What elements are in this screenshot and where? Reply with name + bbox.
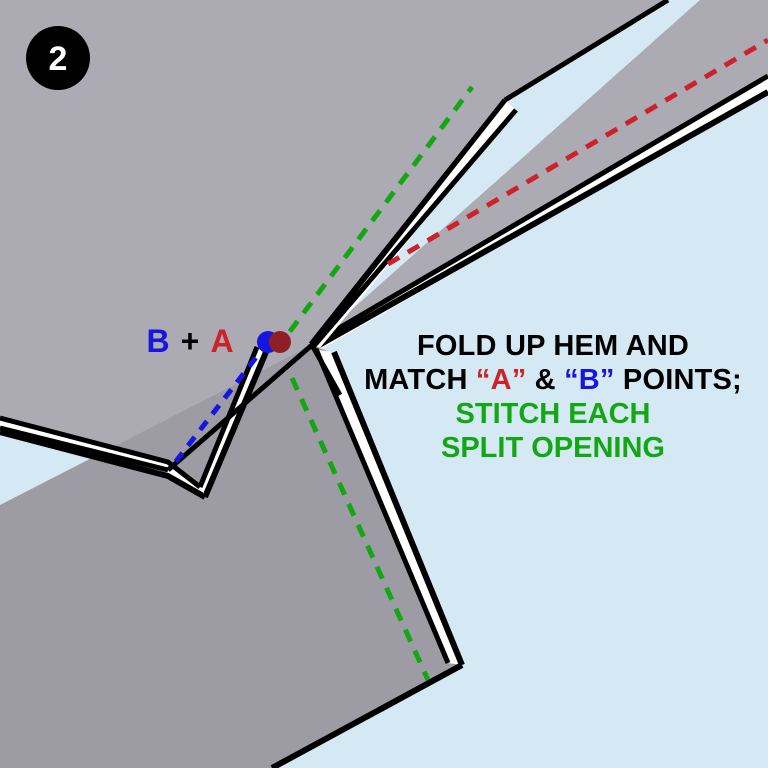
split-edge-upper bbox=[310, 98, 507, 347]
fabric-main-left-edge bbox=[166, 343, 314, 472]
fabric-main-left-edge-lower bbox=[0, 425, 169, 473]
instruction-line-4: SPLIT OPENING bbox=[441, 432, 665, 464]
fold-edge-right-inner bbox=[310, 73, 768, 347]
fold-sliver-notch-right bbox=[200, 348, 265, 497]
step-badge-number: 2 bbox=[49, 40, 68, 78]
match-label-a: A bbox=[210, 323, 233, 359]
red-stitch-line bbox=[386, 37, 768, 267]
fabric-main-body bbox=[0, 0, 668, 495]
instruction-line-2-part3: POINTS; bbox=[615, 364, 742, 396]
notch-right-edge-outer bbox=[202, 350, 269, 499]
fabric-right-panel bbox=[312, 0, 768, 350]
instruction-quote-a: “A” bbox=[476, 364, 527, 396]
green-stitch-line-lower bbox=[289, 376, 431, 682]
split-edge-lower bbox=[309, 343, 343, 397]
match-label-plus: + bbox=[181, 323, 200, 359]
blue-basting-line bbox=[168, 340, 270, 471]
fabric-lower-bottom-edge bbox=[270, 662, 464, 768]
notch-edge-inner bbox=[0, 415, 202, 489]
match-label-b: B bbox=[146, 323, 169, 359]
fold-sliver-lower bbox=[318, 350, 462, 665]
instruction-line-2: MATCH “A” & “B” POINTS; bbox=[364, 364, 742, 396]
instruction-quote-b: “B” bbox=[564, 364, 615, 396]
notch-edge-outer bbox=[0, 429, 207, 500]
fold-edge-right-outer bbox=[310, 89, 768, 352]
fold-edge-upper-outer bbox=[311, 108, 518, 349]
green-stitch-line-upper bbox=[273, 85, 475, 352]
fabric-main-top-edge bbox=[503, 0, 670, 103]
step-badge-circle bbox=[26, 26, 90, 90]
point-a-dot bbox=[269, 331, 291, 353]
fold-edge-lower-outer bbox=[331, 350, 465, 667]
instruction-line-3: STITCH EACH bbox=[456, 398, 651, 430]
instruction-line-1: FOLD UP HEM AND bbox=[417, 330, 689, 362]
instruction-line-2-part2: & bbox=[526, 364, 564, 396]
instruction-line-2-part1: MATCH bbox=[364, 364, 476, 396]
fold-edge-lower-inner bbox=[313, 348, 451, 664]
